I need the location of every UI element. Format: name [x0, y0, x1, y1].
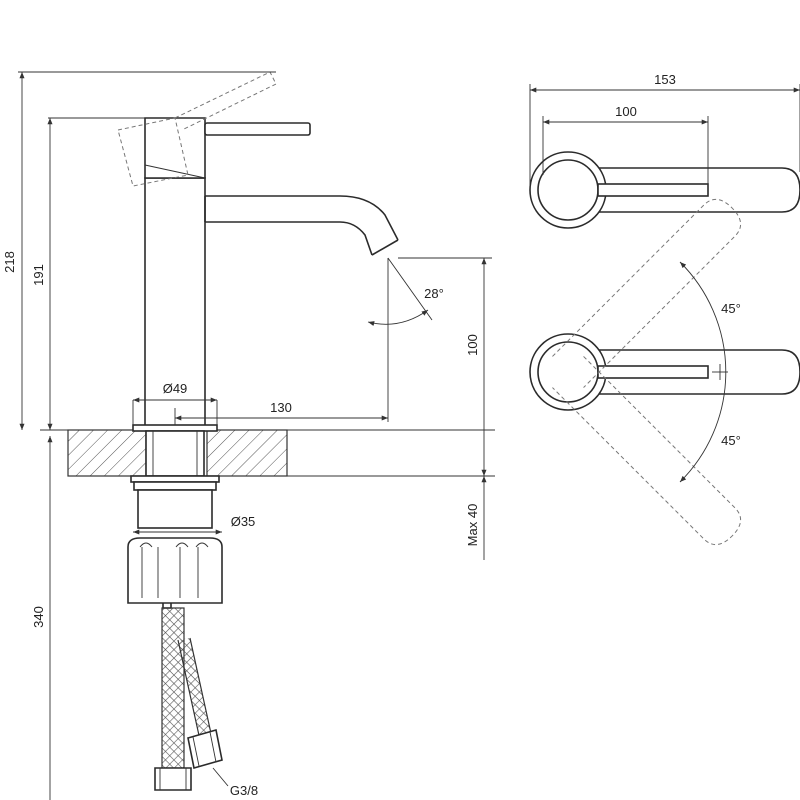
dim-outlet-height: 100 — [465, 334, 480, 356]
side-view: 218 191 340 Ø49 130 100 28° Ø35 Max 40 G… — [2, 71, 495, 800]
dim-rotation-down: 45° — [721, 433, 741, 448]
countertop-section — [40, 429, 495, 477]
dim-spout-height: 191 — [31, 264, 46, 286]
dim-connection: G3/8 — [230, 783, 258, 798]
dim-total-height: 218 — [2, 251, 17, 273]
top-view-rotation: 45° 45° — [529, 198, 800, 546]
dim-rotation-up: 45° — [721, 301, 741, 316]
dim-mount-hole: Ø35 — [231, 514, 256, 529]
dim-max-deck: Max 40 — [465, 504, 480, 547]
flexible-hoses — [154, 603, 229, 791]
faucet-body — [117, 71, 399, 604]
dim-spout-angle: 28° — [424, 286, 444, 301]
dim-base-diameter: Ø49 — [163, 381, 188, 396]
top-view-handle: 153 100 — [529, 72, 800, 229]
dim-spout-reach: 130 — [270, 400, 292, 415]
side-dimensions — [18, 71, 492, 800]
dim-handle-total: 153 — [654, 72, 676, 87]
dim-handle-length: 100 — [615, 104, 637, 119]
dim-hose-length: 340 — [31, 606, 46, 628]
